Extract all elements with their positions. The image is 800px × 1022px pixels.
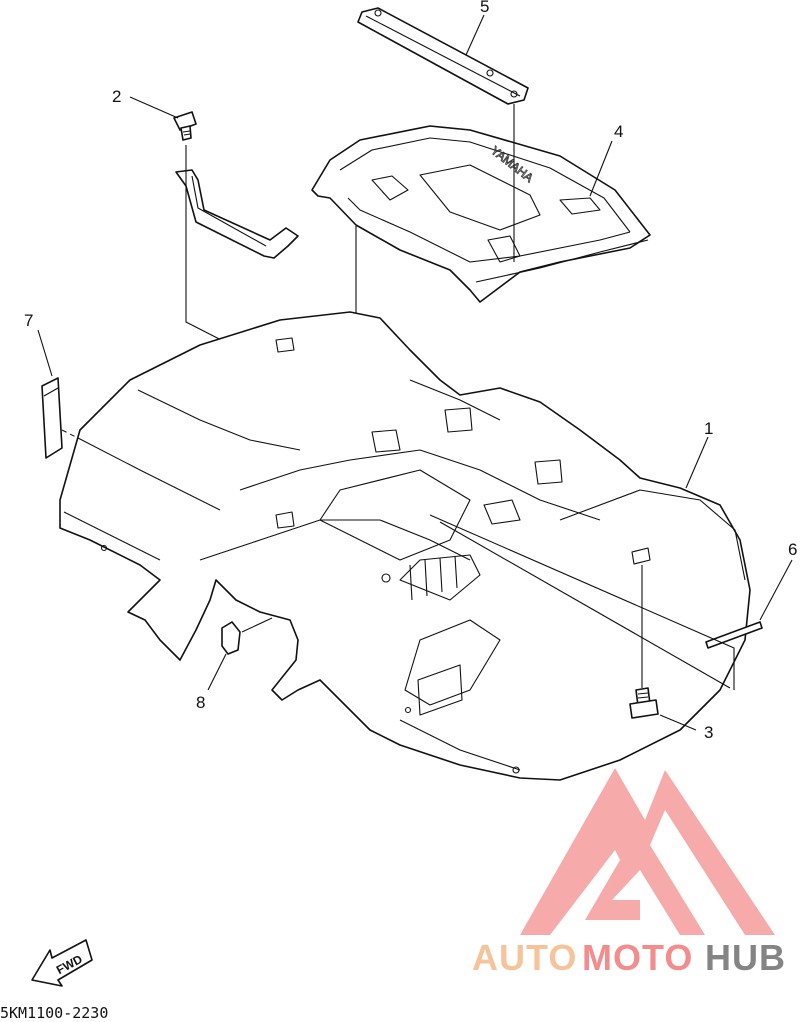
callout-6: 6 bbox=[788, 540, 797, 559]
part-4-rear-cover[interactable]: YAMAHA bbox=[311, 125, 651, 303]
part-7-reflector[interactable] bbox=[41, 377, 63, 459]
fwd-arrow-icon: FWD bbox=[31, 939, 93, 987]
mounting-bracket[interactable] bbox=[175, 169, 299, 259]
diagram-code: 5KM1100-2230 bbox=[0, 1004, 108, 1022]
logo-text-hub: HUB bbox=[705, 937, 786, 978]
logo-text-moto: MOTO bbox=[582, 937, 693, 978]
callout-5: 5 bbox=[480, 0, 489, 16]
part-2-bolt[interactable] bbox=[173, 111, 197, 141]
callout-3: 3 bbox=[704, 723, 713, 742]
callout-7: 7 bbox=[24, 311, 33, 330]
callout-1: 1 bbox=[704, 419, 713, 438]
part-8-clip[interactable] bbox=[221, 621, 241, 655]
part-1-rear-fender[interactable] bbox=[59, 311, 751, 781]
automotohub-logo: AUTO MOTO HUB bbox=[472, 768, 786, 978]
logo-text-auto: AUTO bbox=[472, 937, 577, 978]
logo-triangle-icon bbox=[520, 768, 775, 935]
callout-4: 4 bbox=[614, 122, 623, 141]
callout-2: 2 bbox=[112, 87, 121, 106]
callout-8: 8 bbox=[196, 693, 205, 712]
part-3-bolt[interactable] bbox=[629, 687, 659, 719]
part-5-strip[interactable] bbox=[357, 7, 529, 105]
